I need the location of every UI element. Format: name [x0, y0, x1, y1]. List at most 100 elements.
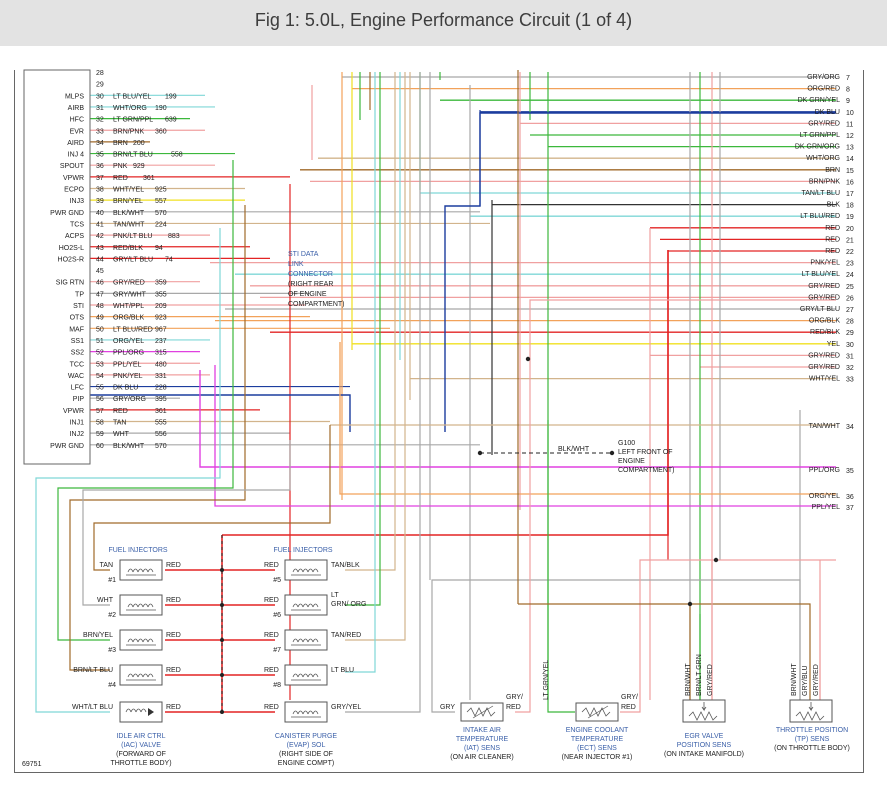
components-layer — [119, 559, 833, 723]
injector-wire-out: LT BLU — [331, 667, 354, 674]
injector-wire-out: RED — [166, 632, 181, 639]
right-pin-number: 30 — [846, 342, 854, 349]
right-wire-color: ORG/BLK — [809, 318, 840, 325]
ecm-wire-color: RED — [113, 175, 128, 182]
right-wire-color: DK BLU — [815, 109, 840, 116]
ecm-pin-name: SS1 — [71, 338, 84, 345]
iat-gry — [431, 579, 801, 713]
red-bus-top — [222, 250, 669, 536]
pot-body — [682, 699, 726, 723]
ecm-pin-number: 50 — [96, 326, 104, 333]
right-wire-color: GRY/RED — [808, 352, 840, 359]
injector-right — [284, 664, 328, 686]
coil-icon — [302, 603, 309, 608]
egr-caption: EGR VALVE — [685, 733, 724, 740]
injector-left — [119, 629, 163, 651]
ecm-pin-name: INJ3 — [70, 198, 85, 205]
right-wire-color: PNK/YEL — [810, 260, 840, 267]
right-pin-number: 32 — [846, 365, 854, 372]
injector-number: #7 — [273, 647, 281, 654]
iat-caption: (ON AIR CLEANER) — [450, 754, 513, 761]
right-wire-color: GRY/RED — [808, 120, 840, 127]
sti-caption: STI DATA — [288, 251, 319, 258]
coil-icon — [130, 708, 137, 713]
right-pin-number: 8 — [846, 87, 850, 94]
coil-icon — [307, 568, 314, 573]
ecm-pin-number: 37 — [96, 175, 104, 182]
ecm-pin-number: 34 — [96, 140, 104, 147]
ecm-pin-number: 53 — [96, 361, 104, 368]
coil-icon — [127, 603, 134, 608]
iac-wire — [35, 228, 221, 713]
ground-caption: ENGINE — [618, 458, 645, 465]
ecm-wire-color: BRN/PNK — [113, 128, 144, 135]
coil-icon — [312, 673, 319, 678]
ecm-pin-number: 36 — [96, 163, 104, 170]
iac-valve — [119, 701, 163, 723]
injector-body — [119, 594, 163, 616]
fuel-injectors-left-title: FUEL INJECTORS — [108, 547, 167, 554]
ecm-circuit-number: 923 — [155, 315, 167, 322]
ecm-wire-color: PPL/YEL — [113, 361, 142, 368]
egr-wire-label: GRY/RED — [707, 664, 714, 696]
ecm-pin-number: 32 — [96, 117, 104, 124]
right-pin-number: 7 — [846, 75, 850, 82]
tp-caption: (TP) SENS — [795, 736, 830, 743]
ecm-pin-name: AIRB — [68, 105, 85, 112]
ecm-pin-name: MAF — [69, 326, 84, 333]
ecm-pin-name: SIG RTN — [56, 280, 84, 287]
ecm-circuit-number: 361 — [143, 175, 155, 182]
ecm-circuit-number: 359 — [155, 280, 167, 287]
iac-caption: (IAC) VALVE — [121, 742, 161, 749]
ecm-pin-name: SS2 — [71, 350, 84, 357]
resistor-icon — [466, 707, 496, 717]
ecm-pin-number: 60 — [96, 443, 104, 450]
right-wire-color: YEL — [827, 341, 840, 348]
coil-icon — [137, 568, 144, 573]
ecm-pin-number: 33 — [96, 128, 104, 135]
ecm-wire-color: BRN/YEL — [113, 198, 143, 205]
coil-icon — [302, 673, 309, 678]
ecm-circuit-number: 967 — [155, 326, 167, 333]
coil-icon — [142, 603, 149, 608]
right-pin-number: 18 — [846, 203, 854, 210]
ecm-wire-color: BLK/WHT — [113, 443, 145, 450]
coil-icon — [312, 638, 319, 643]
right-pin-number: 15 — [846, 168, 854, 175]
coil-icon — [135, 708, 142, 713]
ect-caption: TEMPERATURE — [571, 736, 624, 743]
iat-gryred — [515, 299, 836, 713]
right-pin-number: 13 — [846, 145, 854, 152]
injector-left — [119, 664, 163, 686]
sensor-body — [460, 702, 504, 722]
right-pin-number: 14 — [846, 156, 854, 163]
ecm-wire-color: PNK/YEL — [113, 373, 143, 380]
coil-icon — [292, 603, 299, 608]
ecm-circuit-number: 558 — [171, 152, 183, 159]
coil-icon — [132, 568, 139, 573]
ecm-wire-color: LT BLU/YEL — [113, 93, 151, 100]
ecm-pin-number: 57 — [96, 408, 104, 415]
resistor-icon — [581, 707, 611, 717]
coil-icon — [302, 568, 309, 573]
coil-icon — [307, 673, 314, 678]
ect-ltgrn — [547, 420, 575, 713]
ecm-wire-color: WHT/YEL — [113, 187, 144, 194]
iat-wire-b: GRY/ — [506, 694, 523, 701]
ecm-pin-number: 38 — [96, 187, 104, 194]
injector-wire-out: RED — [166, 667, 181, 674]
ecm-pin-number: 51 — [96, 338, 104, 345]
coil-icon — [307, 638, 314, 643]
coil-icon — [312, 603, 319, 608]
ecm-wire-color: GRY/RED — [113, 280, 145, 287]
brn-wht-tp — [518, 603, 811, 700]
dk-blu-run — [90, 394, 351, 432]
ecm-wire-color: TAN — [113, 420, 126, 427]
ecm-wire-color: ORG/YEL — [113, 338, 144, 345]
coil-icon — [127, 673, 134, 678]
right-pin-number: 16 — [846, 179, 854, 186]
ecm-pin-number: 29 — [96, 82, 104, 89]
coil-icon — [140, 708, 147, 713]
ecm-pin-name: HO2S-R — [58, 256, 84, 263]
